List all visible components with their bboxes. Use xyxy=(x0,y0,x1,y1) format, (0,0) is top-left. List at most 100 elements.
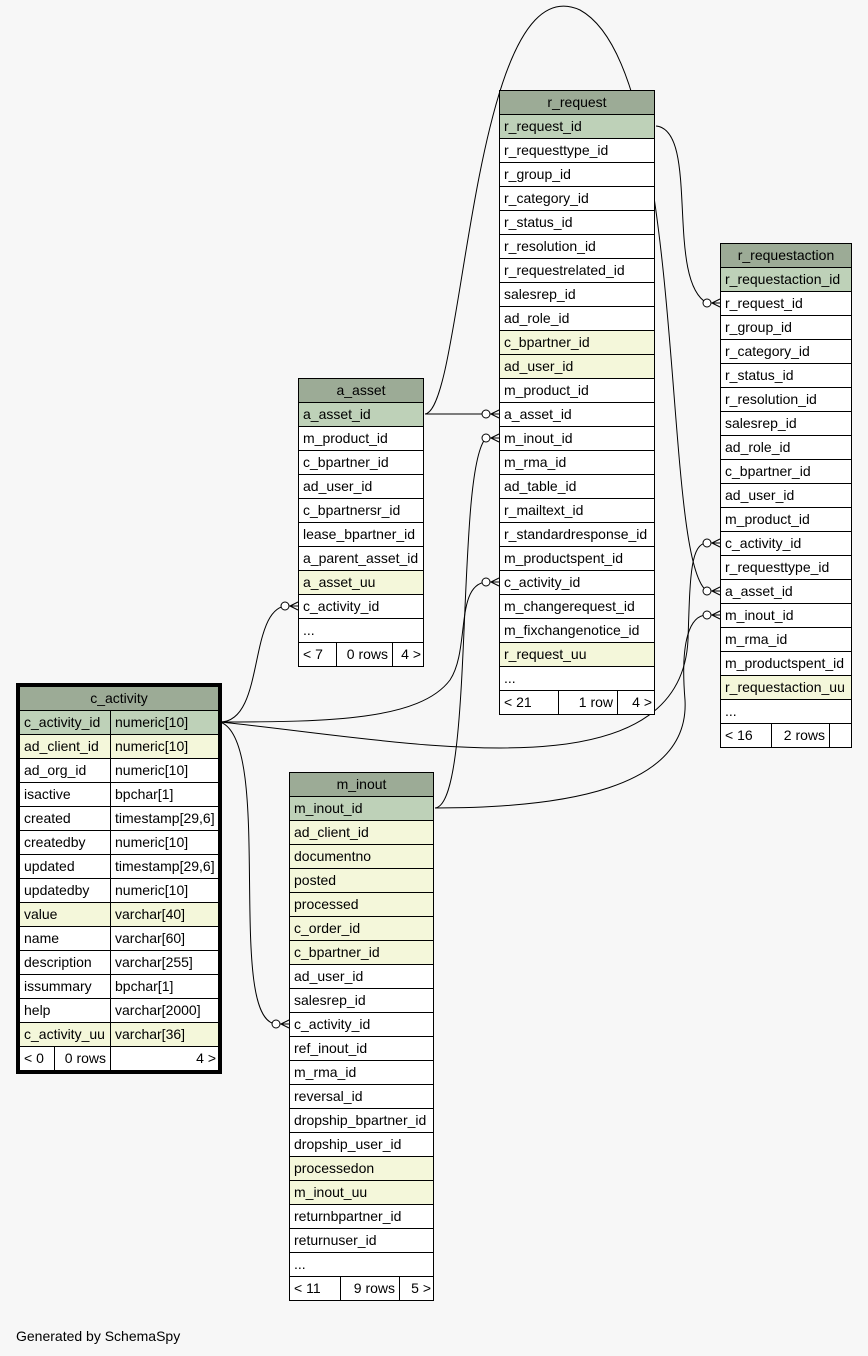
more-columns-row[interactable]: ... xyxy=(289,1252,434,1277)
column-row[interactable]: salesrep_id xyxy=(289,988,434,1013)
column-row[interactable]: r_request_id xyxy=(499,114,655,139)
column-row[interactable]: m_product_id xyxy=(499,378,655,403)
column-row[interactable]: a_asset_id xyxy=(499,402,655,427)
column-row[interactable]: m_rma_id xyxy=(289,1060,434,1085)
column-row[interactable]: ad_user_id xyxy=(499,354,655,379)
column-row[interactable]: ad_user_id xyxy=(289,964,434,989)
column-row[interactable]: c_bpartnersr_id xyxy=(298,498,424,523)
column-row[interactable]: reversal_id xyxy=(289,1084,434,1109)
children-link[interactable]: 4 > xyxy=(617,691,656,714)
column-row[interactable]: ad_user_id xyxy=(720,483,852,508)
column-row[interactable]: dropship_user_id xyxy=(289,1132,434,1157)
column-row[interactable]: ref_inout_id xyxy=(289,1036,434,1061)
column-row[interactable]: r_request_uu xyxy=(499,642,655,667)
column-row[interactable]: a_asset_id xyxy=(720,579,852,604)
column-row[interactable]: r_status_id xyxy=(720,363,852,388)
column-row[interactable]: ad_role_id xyxy=(720,435,852,460)
column-row[interactable]: r_category_id xyxy=(720,339,852,364)
column-row[interactable]: returnbpartner_id xyxy=(289,1204,434,1229)
column-row[interactable]: c_activity_id xyxy=(720,531,852,556)
column-row[interactable]: r_standardresponse_id xyxy=(499,522,655,547)
table-header[interactable]: a_asset xyxy=(298,378,424,403)
column-row[interactable]: c_activity_id xyxy=(298,594,424,619)
column-row[interactable]: r_group_id xyxy=(499,162,655,187)
column-row[interactable]: m_rma_id xyxy=(499,450,655,475)
parents-link[interactable]: < 21 xyxy=(504,694,532,710)
column-row[interactable]: c_order_id xyxy=(289,916,434,941)
column-row[interactable]: processed xyxy=(289,892,434,917)
column-row[interactable]: c_bpartner_id xyxy=(298,450,424,475)
column-row[interactable]: ad_user_id xyxy=(298,474,424,499)
column-row[interactable]: c_bpartner_id xyxy=(720,459,852,484)
column-row[interactable]: ad_table_id xyxy=(499,474,655,499)
parents-link[interactable]: < 11 xyxy=(294,1280,321,1296)
column-row[interactable]: m_product_id xyxy=(720,507,852,532)
column-row[interactable]: m_inout_id xyxy=(720,603,852,628)
column-row[interactable]: m_inout_uu xyxy=(289,1180,434,1205)
column-row[interactable]: processedon xyxy=(289,1156,434,1181)
column-row[interactable]: a_asset_id xyxy=(298,402,424,427)
column-row[interactable]: c_activity_id xyxy=(499,570,655,595)
column-row[interactable]: r_category_id xyxy=(499,186,655,211)
children-link[interactable]: 4 > xyxy=(110,1047,220,1070)
column-row[interactable]: salesrep_id xyxy=(499,282,655,307)
children-link[interactable] xyxy=(829,724,853,747)
more-columns-row[interactable]: ... xyxy=(298,618,424,643)
column-row[interactable]: r_requestrelated_id xyxy=(499,258,655,283)
column-row[interactable]: lease_bpartner_id xyxy=(298,522,424,547)
column-row[interactable]: posted xyxy=(289,868,434,893)
column-row[interactable]: r_requesttype_id xyxy=(499,138,655,163)
column-row[interactable]: documentno xyxy=(289,844,434,869)
parents-link[interactable]: < 16 xyxy=(725,727,753,743)
children-link[interactable]: 4 > xyxy=(392,643,425,666)
column-row[interactable]: ad_client_id xyxy=(289,820,434,845)
column-row[interactable]: dropship_bpartner_id xyxy=(289,1108,434,1133)
children-link[interactable]: 5 > xyxy=(399,1277,435,1300)
more-columns-row[interactable]: ... xyxy=(499,666,655,691)
column-row[interactable]: r_mailtext_id xyxy=(499,498,655,523)
more-columns-row[interactable]: ... xyxy=(720,699,852,724)
column-row[interactable]: r_status_id xyxy=(499,210,655,235)
table-header[interactable]: r_request xyxy=(499,90,655,115)
column-row[interactable]: a_asset_uu xyxy=(298,570,424,595)
column-row[interactable]: r_requestaction_uu xyxy=(720,675,852,700)
table-header[interactable]: c_activity xyxy=(19,686,219,711)
column-row[interactable]: r_requestaction_id xyxy=(720,267,852,292)
table-header[interactable]: r_requestaction xyxy=(720,243,852,268)
column-row[interactable]: c_bpartner_id xyxy=(289,940,434,965)
parents-link[interactable]: < 0 xyxy=(24,1050,44,1066)
column-row[interactable]: c_activity_id xyxy=(289,1012,434,1037)
column-row[interactable]: a_parent_asset_id xyxy=(298,546,424,571)
column-row[interactable]: r_request_id xyxy=(720,291,852,316)
column-row[interactable]: m_inout_id xyxy=(289,796,434,821)
column-row[interactable]: m_rma_id xyxy=(720,627,852,652)
column-row[interactable]: m_product_id xyxy=(298,426,424,451)
column-row[interactable]: ad_role_id xyxy=(499,306,655,331)
column-row[interactable]: m_productspent_id xyxy=(499,546,655,571)
column-row[interactable]: r_group_id xyxy=(720,315,852,340)
parents-link[interactable]: < 7 xyxy=(303,646,323,662)
column-row[interactable]: r_resolution_id xyxy=(499,234,655,259)
column-row[interactable]: c_bpartner_id xyxy=(499,330,655,355)
column-row[interactable]: m_productspent_id xyxy=(720,651,852,676)
column-row[interactable]: r_requesttype_id xyxy=(720,555,852,580)
table-header[interactable]: m_inout xyxy=(289,772,434,797)
column-row[interactable]: m_inout_id xyxy=(499,426,655,451)
column-row[interactable]: salesrep_id xyxy=(720,411,852,436)
column-row[interactable]: returnuser_id xyxy=(289,1228,434,1253)
column-row[interactable]: r_resolution_id xyxy=(720,387,852,412)
